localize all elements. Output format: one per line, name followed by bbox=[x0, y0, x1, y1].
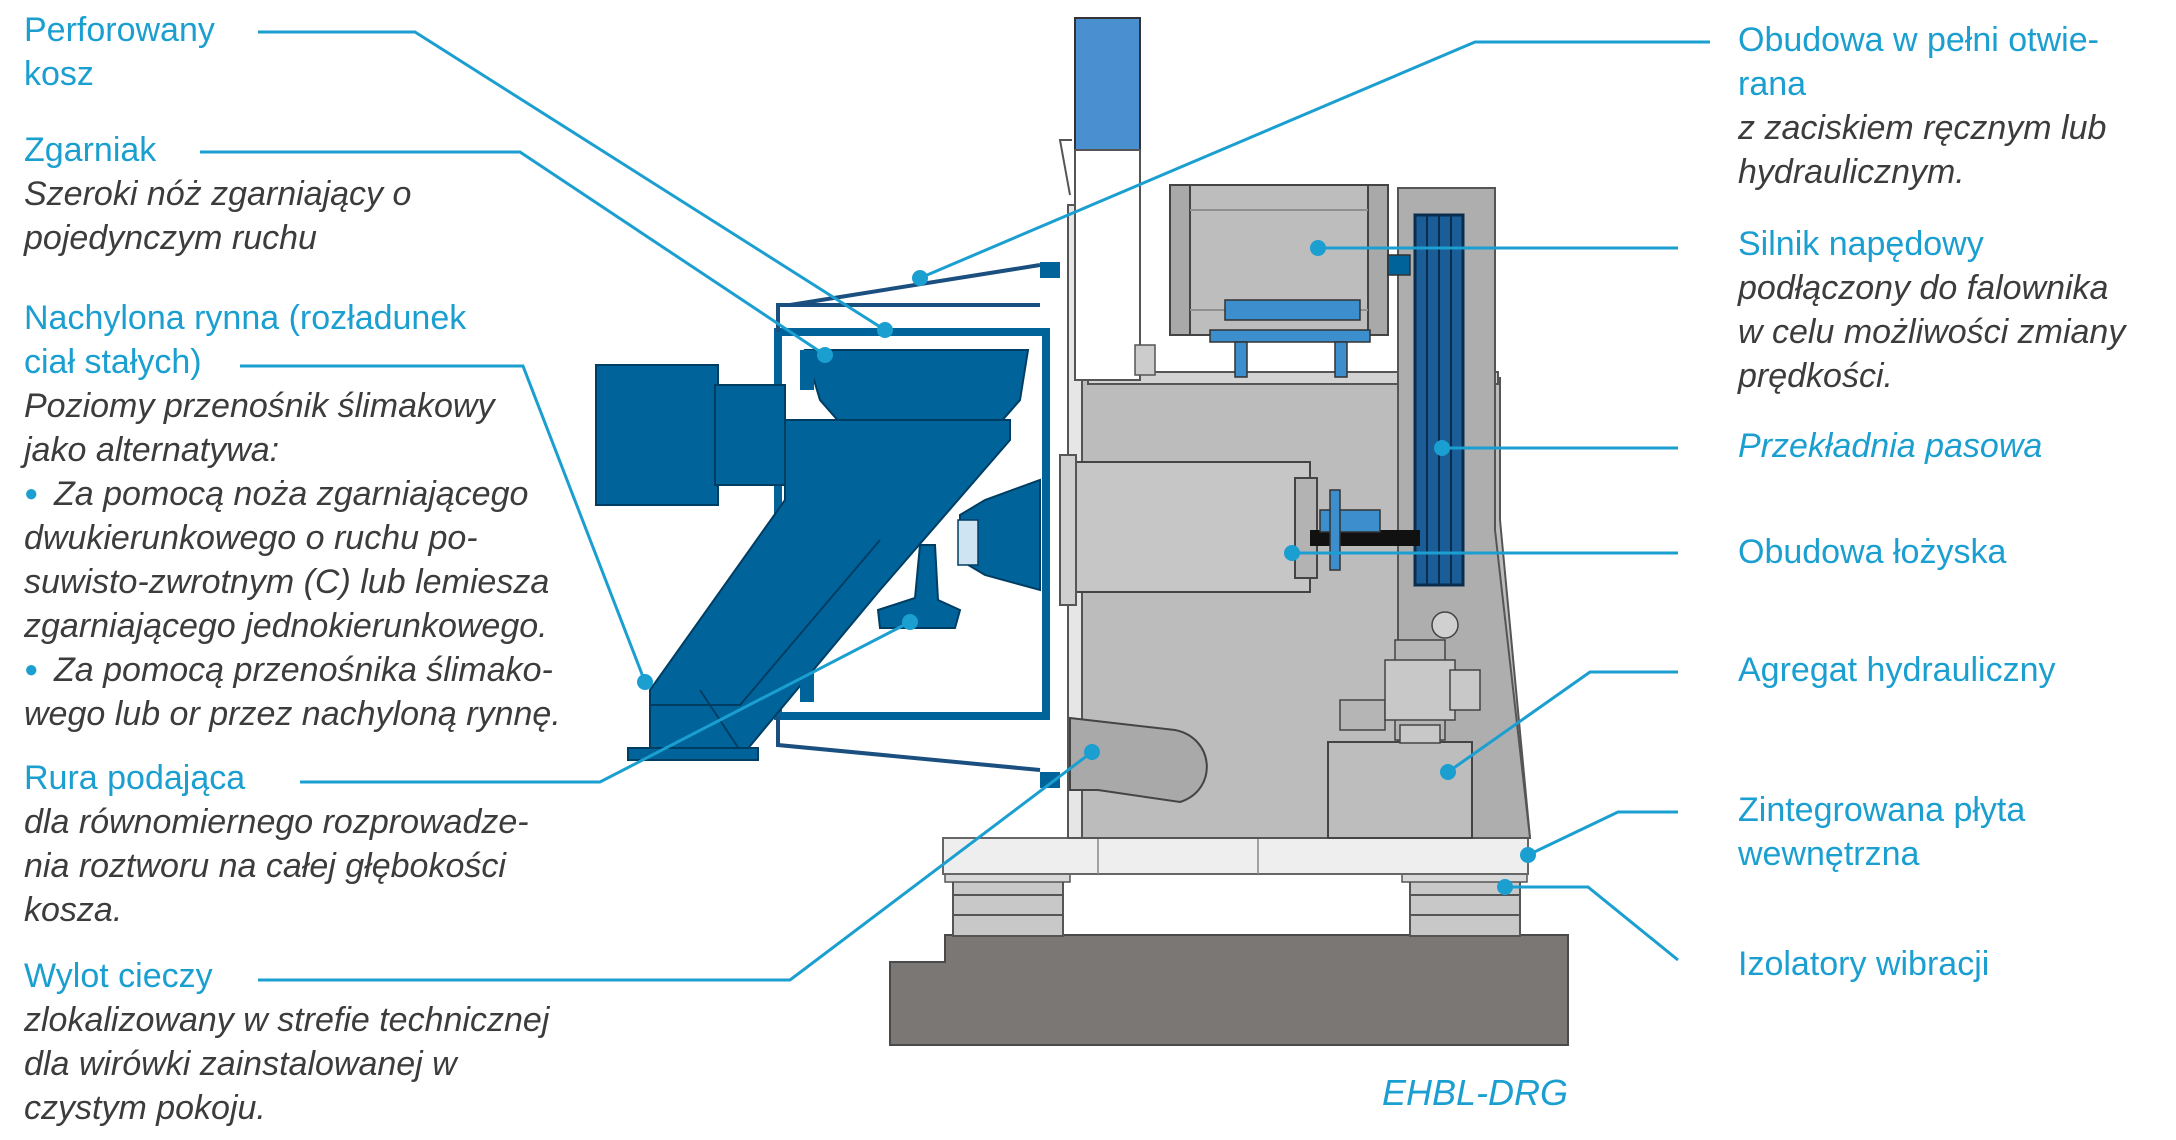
internal-plate bbox=[942, 837, 1529, 875]
vertical-pipe bbox=[1074, 17, 1141, 154]
hydraulic-unit bbox=[1327, 741, 1473, 839]
motor-title: Silnik napędowy bbox=[1738, 225, 1984, 263]
chute-title-2: ciał stałych) bbox=[24, 343, 202, 381]
callout-lines bbox=[200, 30, 1710, 982]
label-housing: Obudowa w pełni otwie- rana z zaciskiem … bbox=[1738, 18, 2106, 194]
motor-desc-1: podłączony do falownika bbox=[1738, 269, 2109, 307]
perforated-basket-title-2: kosz bbox=[24, 55, 94, 93]
chute-bullet-2-line-2: wego lub or przez nachyloną rynnę. bbox=[24, 695, 561, 733]
chute-bullet-1-line-1: Za pomocą noża zgarniającego bbox=[24, 472, 624, 516]
label-isolators: Izolatory wibracji bbox=[1738, 942, 1989, 986]
chute-bullet-2-line-1: Za pomocą przenośnika ślimako- bbox=[24, 648, 624, 692]
label-belt: Przekładnia pasowa bbox=[1738, 424, 2042, 468]
bearing-housing bbox=[1069, 461, 1311, 593]
leader-feed-pipe bbox=[300, 620, 911, 784]
label-plate: Zintegrowana płyta wewnętrzna bbox=[1738, 788, 2025, 876]
housing-title-2: rana bbox=[1738, 65, 1807, 103]
feed-pipe-desc-2: nia roztworu na całej głębokości bbox=[24, 847, 506, 885]
label-hydraulic: Agregat hydrauliczny bbox=[1738, 648, 2056, 692]
bearing-title: Obudowa łożyska bbox=[1738, 533, 2007, 571]
leader-plate bbox=[1527, 810, 1678, 857]
machine-drawing bbox=[595, 17, 1569, 1046]
plate-title-2: wewnętrzna bbox=[1738, 835, 1920, 873]
housing-desc-2: hydraulicznym. bbox=[1738, 153, 1965, 191]
foundation-block bbox=[889, 934, 1569, 1046]
chute-bullet-1-line-4: zgarniającego jednokierunkowego. bbox=[24, 607, 548, 645]
isolator-left bbox=[952, 879, 1064, 937]
chute-title-1: Nachylona rynna (rozładunek bbox=[24, 299, 467, 337]
scraper-desc-1: Szeroki nóż zgarniający o bbox=[24, 175, 412, 213]
label-bearing: Obudowa łożyska bbox=[1738, 530, 2006, 574]
chute-desc-1: Poziomy przenośnik ślimakowy bbox=[24, 387, 495, 425]
chute-bullet-1-line-2: dwukierunkowego o ruchu po- bbox=[24, 519, 478, 557]
motor-desc-3: prędkości. bbox=[1738, 357, 1893, 395]
scraper-title: Zgarniak bbox=[24, 131, 157, 169]
label-feed-pipe: Rura podająca dla równomiernego rozprowa… bbox=[24, 756, 529, 932]
leader-hydraulic bbox=[1447, 670, 1678, 774]
leader-isolators bbox=[1505, 885, 1679, 962]
housing-title-1: Obudowa w pełni otwie- bbox=[1738, 21, 2099, 59]
feed-pipe-title: Rura podająca bbox=[24, 759, 246, 797]
leader-perforated-basket bbox=[258, 30, 886, 332]
perforated-basket-title-1: Perforowany bbox=[24, 11, 215, 49]
leader-chute bbox=[240, 364, 647, 683]
model-code: EHBL-DRG bbox=[1382, 1072, 1569, 1113]
liquid-outlet bbox=[1069, 716, 1208, 804]
liquid-outlet-desc-3: czystym pokoju. bbox=[24, 1089, 266, 1127]
feed-pipe-desc-3: kosza. bbox=[24, 891, 123, 929]
liquid-outlet-desc-2: dla wirówki zainstalowanej w bbox=[24, 1045, 457, 1083]
leader-scraper bbox=[200, 150, 826, 357]
callout-dots bbox=[637, 240, 1536, 895]
label-liquid-outlet: Wylot cieczy zlokalizowany w strefie tec… bbox=[24, 954, 549, 1130]
chute-bullet-1-line-3: suwisto-zwrotnym (C) lub lemiesza bbox=[24, 563, 550, 601]
hydraulic-title: Agregat hydrauliczny bbox=[1738, 651, 2056, 689]
label-scraper: Zgarniak Szeroki nóż zgarniający o pojed… bbox=[24, 128, 411, 260]
label-motor: Silnik napędowy podłączony do falownika … bbox=[1738, 222, 2125, 398]
leader-liquid-outlet bbox=[258, 750, 1093, 982]
scraper-desc-2: pojedynczym ruchu bbox=[24, 219, 317, 257]
label-perforated-basket: Perforowany kosz bbox=[24, 8, 215, 96]
feed-pipe-desc-1: dla równomiernego rozprowadze- bbox=[24, 803, 529, 841]
plate-title-1: Zintegrowana płyta bbox=[1738, 791, 2026, 829]
leader-housing bbox=[919, 40, 1710, 280]
chute-desc-2: jako alternatywa: bbox=[24, 431, 280, 469]
isolators-title: Izolatory wibracji bbox=[1738, 945, 1990, 983]
liquid-outlet-desc-1: zlokalizowany w strefie technicznej bbox=[24, 1001, 550, 1039]
belt-title: Przekładnia pasowa bbox=[1738, 427, 2043, 465]
motor-desc-2: w celu możliwości zmiany bbox=[1738, 313, 2126, 351]
liquid-outlet-title: Wylot cieczy bbox=[24, 957, 213, 995]
label-chute: Nachylona rynna (rozładunek ciał stałych… bbox=[24, 296, 624, 736]
housing-desc-1: z zaciskiem ręcznym lub bbox=[1738, 109, 2107, 147]
